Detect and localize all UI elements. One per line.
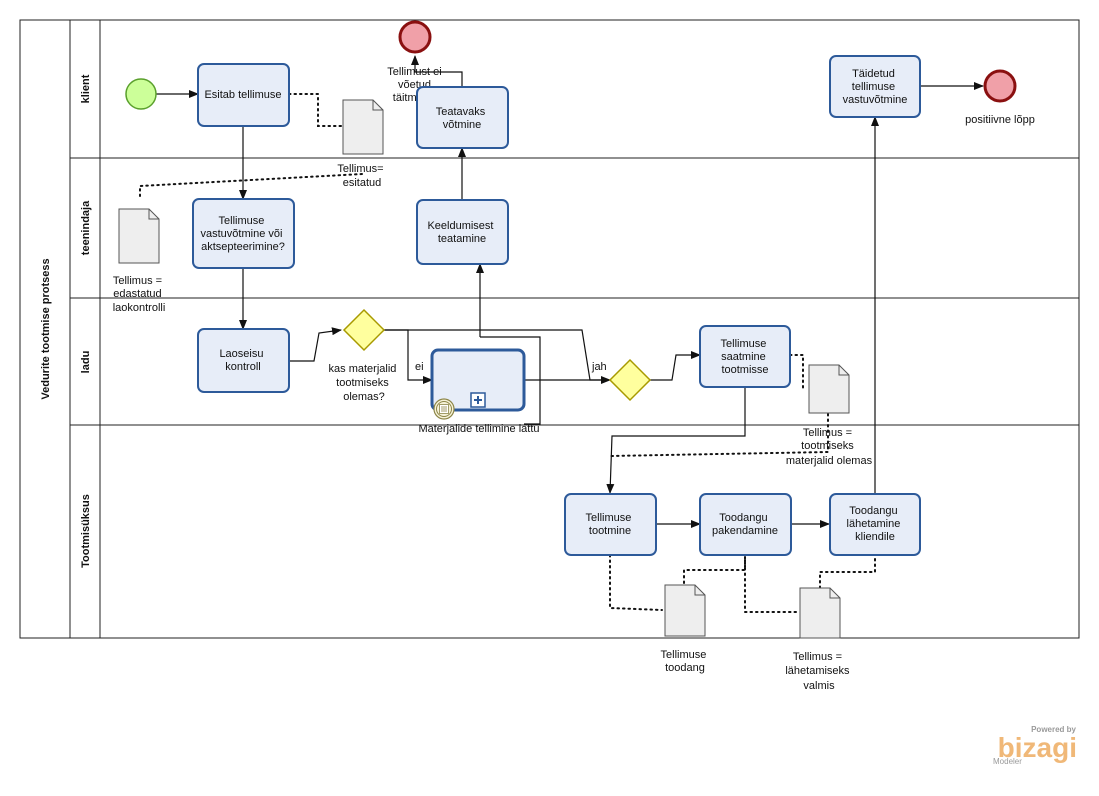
svg-text:Keeldumisest teatamine: Keeldumisest teatamine (427, 220, 496, 245)
task-toodangu-lahetamine[interactable]: Toodangu lähetamine kliendile (829, 493, 921, 556)
task-laoseisu-kontroll[interactable]: Laoseisu kontroll (197, 328, 290, 393)
svg-text:Tellimus= esitatud: Tellimus= esitatud (337, 163, 386, 189)
associations (139, 93, 876, 613)
task-esitab-tellimuse[interactable]: Esitab tellimuse (197, 63, 290, 127)
task-tellimuse-tootmine[interactable]: Tellimuse tootmine (564, 493, 657, 556)
document-lahetamiseks[interactable]: Tellimus = lähetamiseks valmis (785, 587, 852, 692)
document-materjalid[interactable]: Tellimus = tootmiseks materjalid olemas (786, 364, 873, 467)
flow-teatavaks-end (411, 55, 463, 87)
flow-gateway2-saatmine (650, 351, 701, 381)
svg-text:Toodangu lähetamine: Toodangu lähetamine kliendile (847, 505, 904, 543)
svg-text:Modeler: Modeler (993, 757, 1022, 766)
svg-text:Tellimuse tootmine: Tellimuse tootmine (586, 512, 635, 537)
end-event-negative (398, 20, 432, 54)
assoc-saatmine-doc (789, 354, 804, 391)
documents: Tellimus= esitatud Tellimus = edastatud … (113, 99, 873, 692)
gateway-kas-materjalid[interactable] (342, 308, 386, 352)
end-positive-label: positiivne lõpp (965, 114, 1035, 126)
end-event-positive (983, 69, 1017, 103)
lane-tootmisuksus: Tootmisüksus (80, 494, 92, 568)
flow-laoseisu-gateway (289, 327, 342, 362)
assoc-doc-pakendamine (683, 556, 746, 584)
subprocess-materjalide-tellimine[interactable]: Materjalide tellimine lattu (418, 348, 540, 435)
pool-title: Vedurite tootmise protsess (40, 258, 52, 399)
flow-saatmine-tootmine (606, 387, 746, 494)
svg-text:Teatavaks võtmine: Teatavaks võtmine (436, 106, 489, 131)
assoc-pakendamine-doc (744, 556, 798, 613)
document-toodang[interactable]: Tellimuse toodang (661, 584, 710, 674)
tasks: Esitab tellimuse Teatavaks võtmine Täide… (192, 55, 921, 556)
flow-label-jah: jah (591, 361, 607, 373)
svg-text:Powered by: Powered by (1031, 725, 1076, 734)
svg-text:Tellimus = edastatud: Tellimus = edastatud laokontrolli (113, 275, 166, 314)
events: Tellimust ei võetud täitmisele positiivn… (125, 20, 1035, 126)
svg-text:bizagi: bizagi (998, 732, 1077, 763)
assoc-doc-lahetamine (819, 556, 876, 589)
assoc-esitab-doc (288, 93, 342, 127)
assoc-doc-edastatud (139, 173, 363, 197)
svg-text:Tellimuse saatmine: Tellimuse saatmine tootmisse (721, 338, 770, 376)
flow-label-ei: ei (415, 361, 424, 373)
svg-text:Tellimuse toodang: Tellimuse toodang (661, 649, 710, 674)
flow-loop (480, 336, 541, 425)
lane-teenindaja: teenindaja (80, 200, 92, 255)
gateway-merge[interactable] (608, 358, 652, 402)
gateway-kas-label: kas materjalid tootmiseks olemas? (329, 363, 400, 403)
message-event-icon (433, 398, 455, 420)
assoc-doc-tootmine (609, 413, 829, 457)
task-keeldumisest-teatamine[interactable]: Keeldumisest teatamine (416, 199, 509, 265)
svg-text:Esitab tellimuse: Esitab tellimuse (204, 89, 281, 101)
start-event (125, 78, 157, 110)
task-tellimuse-vastuvotmine[interactable]: Tellimuse vastuvõtmine või aktsepteerimi… (192, 198, 295, 269)
bizagi-logo: Powered by bizagi Modeler (993, 725, 1077, 766)
svg-text:Täidetud tellimuse: Täidetud tellimuse vastuvõtmine (843, 68, 908, 106)
sequence-flows (156, 55, 984, 528)
task-toodangu-pakendamine[interactable]: Toodangu pakendamine (699, 493, 792, 556)
svg-text:Tellimus = tootmiseks: Tellimus = tootmiseks materjalid olemas (786, 427, 873, 467)
svg-text:Laoseisu kontroll: Laoseisu kontroll (219, 348, 266, 373)
lane-ladu: ladu (80, 351, 92, 374)
task-tellimuse-saatmine[interactable]: Tellimuse saatmine tootmisse (699, 325, 791, 388)
svg-text:Tellimus = lähetamisek: Tellimus = lähetamiseks valmis (785, 651, 852, 692)
subprocess-label: Materjalide tellimine lattu (418, 423, 539, 435)
svg-text:Toodangu pakendamine: Toodangu pakendamine (712, 512, 778, 537)
svg-text:Tellimuse vastuvõtmine: Tellimuse vastuvõtmine või aktsepteerimi… (201, 215, 286, 253)
document-esitatud[interactable]: Tellimus= esitatud (337, 99, 386, 189)
gateways: kas materjalid tootmiseks olemas? ei jah (329, 308, 652, 403)
lane-klient: klient (80, 74, 92, 103)
document-edastatud[interactable]: Tellimus = edastatud laokontrolli (113, 208, 166, 314)
task-teatavaks-votmine[interactable]: Teatavaks võtmine (416, 86, 509, 149)
assoc-tootmine-doc (609, 554, 663, 611)
task-taidetud-tellimuse[interactable]: Täidetud tellimuse vastuvõtmine (829, 55, 921, 118)
